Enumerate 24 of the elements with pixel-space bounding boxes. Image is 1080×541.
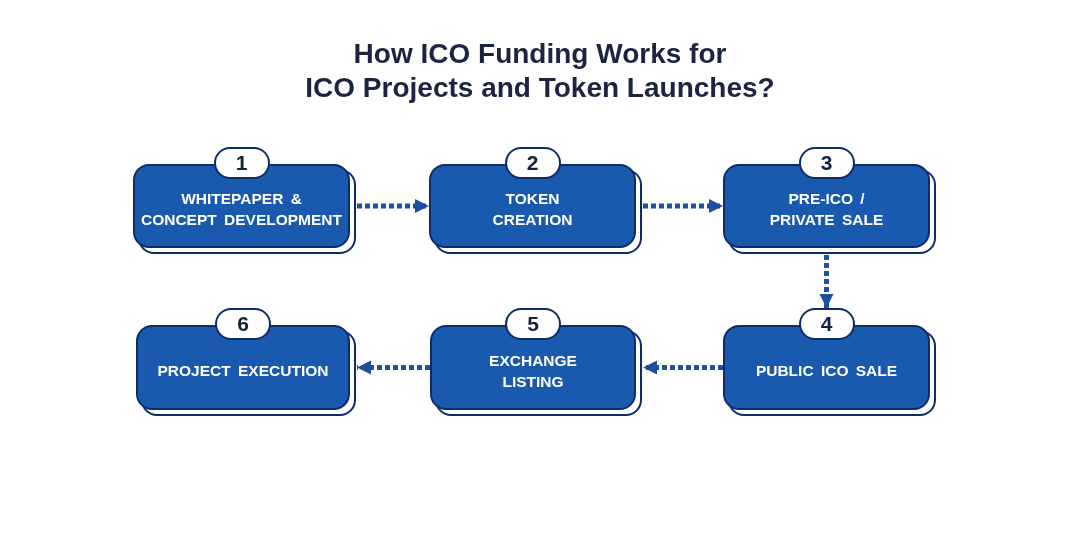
dotted-arrow	[643, 360, 723, 375]
step-number: 1	[213, 147, 270, 179]
dotted-arrow	[357, 199, 429, 213]
step-label: PUBLIC ICO SALE	[755, 361, 898, 381]
step-number: 2	[504, 147, 561, 179]
step-card	[133, 147, 357, 255]
step-label: PROJECT EXECUTION	[157, 361, 329, 381]
dotted-arrow	[643, 199, 723, 213]
step-card	[430, 308, 643, 417]
step-number: 6	[215, 308, 271, 340]
step-number: 4	[798, 308, 855, 340]
step-card	[429, 147, 643, 255]
step-number: 5	[505, 308, 561, 340]
title: How ICO Funding Works for ICO Projects and Token Launches?	[304, 37, 776, 105]
step-label: WHITEPAPER & CONCEPT DEVELOPMENT	[140, 189, 343, 230]
step-card	[723, 308, 937, 417]
dotted-arrow	[819, 255, 834, 308]
dotted-arrow	[357, 360, 430, 375]
step-label: PRE-ICO / PRIVATE SALE	[768, 189, 885, 230]
step-label: TOKEN CREATION	[491, 189, 574, 230]
step-label: EXCHANGE LISTING	[488, 350, 578, 392]
step-card	[136, 308, 357, 417]
step-number: 3	[798, 147, 855, 179]
step-card	[723, 147, 937, 255]
